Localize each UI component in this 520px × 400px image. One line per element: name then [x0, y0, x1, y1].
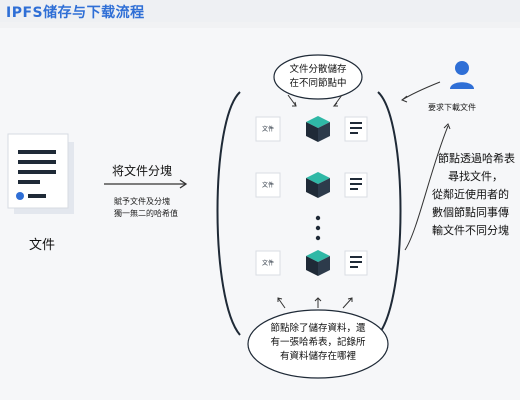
cube-icon — [306, 250, 330, 276]
user-caption: 要求下載文件 — [428, 103, 476, 112]
top-bubble — [273, 54, 363, 100]
bottom-bubble-arrows — [277, 297, 353, 309]
split-arrow — [104, 179, 188, 189]
hash-label-1: 賦予文件及分塊 — [114, 197, 170, 206]
bottom-bubble-line-3: 有資料儲存在哪裡 — [279, 351, 356, 362]
node-file-tag-2: 文件 — [262, 182, 275, 189]
top-bubble-text: 文件分散儲存 在不同節點中 — [278, 63, 358, 91]
left-brace — [216, 91, 241, 336]
right-line-4: 數個節點同事傳 — [432, 206, 509, 219]
right-line-2: 尋找文件， — [448, 170, 503, 183]
top-bubble-arrows — [287, 94, 343, 107]
node-row-2 — [255, 172, 368, 198]
right-brace — [377, 91, 402, 336]
file-label: 文件 — [29, 238, 56, 253]
user-icon — [450, 61, 474, 89]
bottom-bubble-text: 節點除了儲存資料，還 有一張哈希表，記錄所 有資料儲存在哪裡 — [252, 322, 384, 364]
cube-icon — [306, 116, 330, 142]
page-title: IPFS储存与下载流程 — [6, 5, 145, 21]
ellipsis-dots — [315, 215, 321, 241]
top-bubble-line-2: 在不同節點中 — [289, 78, 347, 89]
bottom-bubble-line-1: 節點除了儲存資料，還 — [270, 323, 366, 334]
request-arrow — [401, 81, 441, 103]
cube-icon — [306, 172, 330, 198]
node-file-tag-1: 文件 — [262, 126, 275, 133]
top-bubble-line-1: 文件分散儲存 — [289, 64, 347, 75]
header-bar: IPFS储存与下载流程 — [0, 0, 520, 22]
right-line-5: 輸文件不同分塊 — [432, 224, 509, 237]
return-arrow — [404, 123, 451, 251]
bottom-bubble — [247, 309, 389, 379]
bottom-bubble-line-2: 有一張哈希表，記錄所 — [270, 337, 366, 348]
node-row-3 — [255, 250, 368, 276]
node-row-1 — [255, 116, 368, 142]
right-description: 節點透過哈希表 尋找文件， 從鄰近使用者的 數個節點同事傳 輸文件不同分塊 — [432, 150, 515, 240]
document-icon — [7, 133, 74, 214]
hash-label-2: 獨一無二的哈希值 — [114, 209, 178, 218]
right-line-3: 從鄰近使用者的 — [432, 188, 509, 201]
split-label: 将文件分塊 — [112, 164, 173, 178]
node-file-tag-3: 文件 — [262, 260, 275, 267]
right-line-1: 節點透過哈希表 — [438, 152, 515, 165]
